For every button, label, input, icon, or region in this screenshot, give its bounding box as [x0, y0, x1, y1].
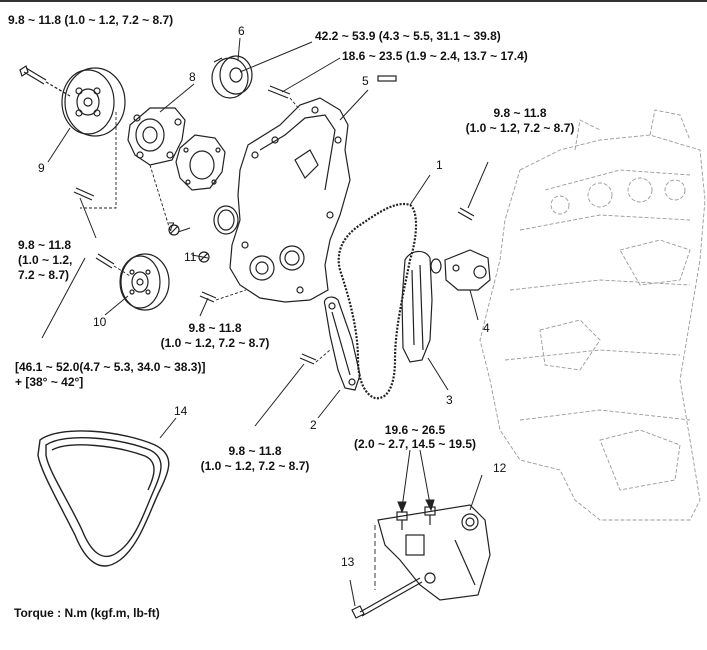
torque-label-pump-l1: 9.8 ~ 11.8 [18, 238, 72, 252]
callout-1: 1 [436, 158, 443, 172]
callout-2: 2 [310, 418, 317, 432]
bracket-bolt-a [396, 511, 408, 530]
torque-label-lower-cover-l2: (1.0 ~ 1.2, 7.2 ~ 8.7) [160, 336, 270, 350]
torque-label-lower-cover-l1: 9.8 ~ 11.8 [188, 321, 242, 335]
bracket-bolt-b [424, 506, 436, 525]
chain-guide [323, 296, 361, 391]
pump-bolt [73, 187, 95, 201]
torque-label-guide-l1: 9.8 ~ 11.8 [228, 444, 282, 458]
top-rule [0, 0, 707, 2]
water-pump-pulley [61, 67, 126, 137]
water-pump-gasket [175, 134, 226, 191]
timing-chain-cover [229, 97, 351, 303]
callout-8: 8 [189, 70, 196, 84]
damper-bolt [95, 253, 115, 269]
cover-bolt-top [267, 85, 291, 99]
torque-label-pulley-bolt: 9.8 ~ 11.8 (1.0 ~ 1.2, 7.2 ~ 8.7) [8, 13, 174, 27]
pulley-bolt [19, 65, 47, 85]
replace-symbol-7 [168, 224, 180, 236]
bracket-torque-arrows [397, 449, 435, 514]
torque-label-idler-bolt: 42.2 ~ 53.9 (4.3 ~ 5.5, 31.1 ~ 39.8) [315, 29, 501, 43]
torque-label-cover-bolt: 18.6 ~ 23.5 (1.9 ~ 2.4, 13.7 ~ 17.4) [342, 49, 528, 63]
torque-label-damper-l1: [46.1 ~ 52.0(4.7 ~ 5.3, 34.0 ~ 38.3)] [15, 360, 206, 374]
callout-10: 10 [93, 315, 107, 329]
callout-4: 4 [483, 321, 490, 335]
torque-label-damper-l2: + [38° ~ 42°] [15, 375, 84, 389]
idler-pulley [211, 55, 253, 99]
torque-label-pump-l3: 7.2 ~ 8.7) [18, 268, 70, 282]
water-pump [127, 107, 186, 166]
hydraulic-tensioner [430, 249, 491, 291]
chain-tensioner-arm [401, 250, 433, 363]
callout-3: 3 [446, 393, 453, 407]
callout-14: 14 [174, 404, 188, 418]
torque-label-pump-l2: (1.0 ~ 1.2, [18, 253, 73, 267]
callout-5: 5 [362, 74, 369, 88]
cover-stud [377, 75, 397, 82]
oil-seal [213, 205, 239, 235]
tensioner-bolt [457, 207, 475, 221]
drive-belt [37, 430, 170, 567]
engine-block [479, 109, 706, 521]
lower-cover-bolt [199, 291, 217, 303]
crankshaft-damper [119, 253, 170, 311]
torque-label-tensioner-l2: (1.0 ~ 1.2, 7.2 ~ 8.7) [465, 121, 575, 135]
torque-units-footer: Torque : N.m (kgf.m, lb-ft) [14, 606, 160, 620]
long-bolt [351, 577, 423, 619]
callout-12: 12 [493, 461, 507, 475]
callout-7: 7 [168, 220, 175, 234]
torque-label-bracket-l2: (2.0 ~ 2.7, 14.5 ~ 19.5) [353, 437, 477, 451]
callout-6: 6 [238, 24, 245, 38]
guide-bolt [299, 353, 317, 365]
timing-chain [337, 202, 418, 400]
callout-9: 9 [38, 161, 45, 175]
callout-11: 11 [184, 250, 197, 264]
torque-label-tensioner-l1: 9.8 ~ 11.8 [493, 106, 547, 120]
torque-label-guide-l2: (1.0 ~ 1.2, 7.2 ~ 8.7) [200, 459, 310, 473]
torque-label-bracket-l1: 19.6 ~ 26.5 [384, 423, 446, 437]
callout-13: 13 [341, 555, 355, 569]
alternator-bracket [377, 504, 491, 601]
